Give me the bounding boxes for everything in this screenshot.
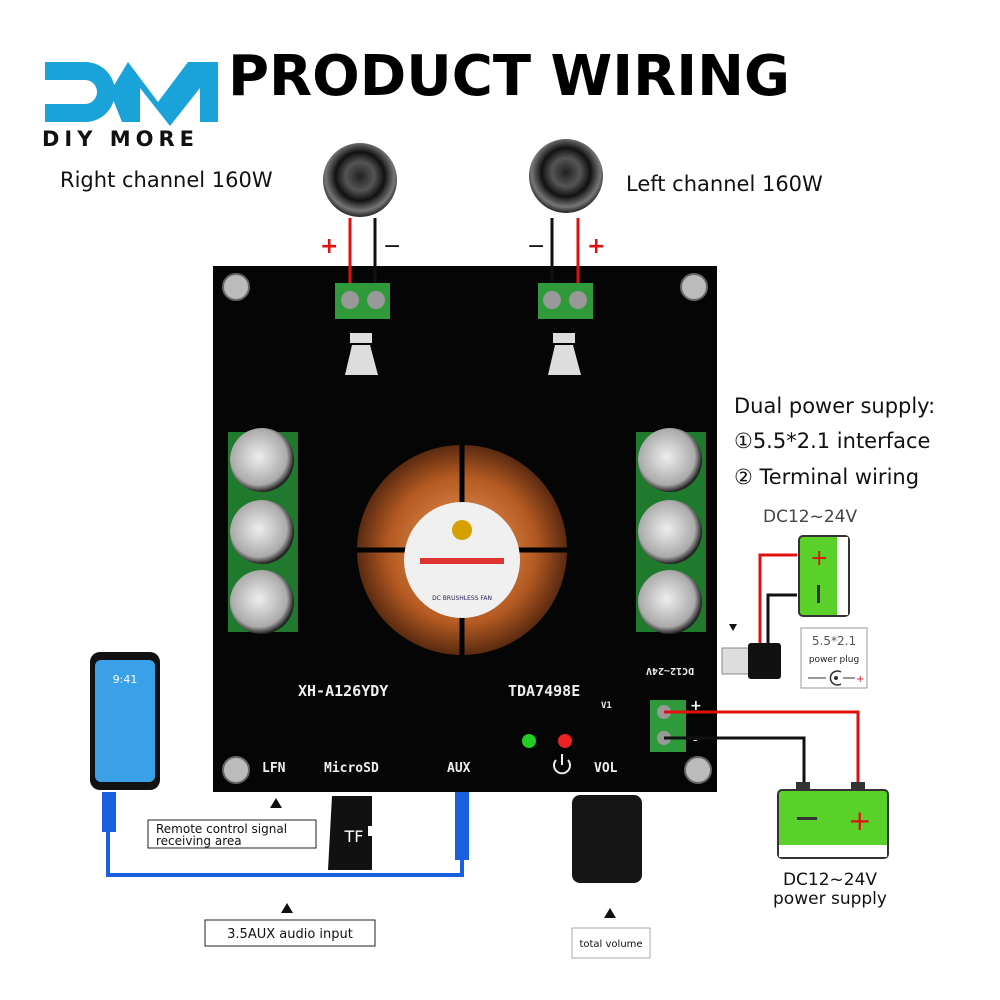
mounting-screws: [222, 273, 712, 784]
page-title: PRODUCT WIRING: [228, 44, 790, 109]
logo-text: DIY MORE: [42, 127, 199, 151]
bottom-power-label: power supply: [773, 889, 887, 909]
arrow-up-icon: [604, 908, 616, 918]
remote-callout-line2: receiving area: [156, 834, 242, 848]
terminal-plus: +: [690, 698, 702, 714]
power-icon: [553, 754, 571, 775]
vol-label: VOL: [594, 761, 618, 776]
aux-cable: [106, 792, 464, 877]
green-led: [522, 734, 536, 748]
terminal-minus: -: [693, 733, 697, 747]
diy-more-logo: DIY MORE: [42, 62, 218, 151]
plug-size: 5.5*2.1: [812, 634, 856, 648]
plug-black-wire: [766, 593, 797, 645]
power-plug-box: 5.5*2.1 power plug +: [800, 627, 868, 689]
capacitors-left: [228, 428, 298, 634]
left-minus-sign: −: [527, 234, 545, 259]
right-speaker-icon: [323, 143, 397, 217]
aux-plug-board: [455, 792, 469, 860]
lfn-label: LFN: [262, 761, 286, 776]
plug-label: power plug: [809, 655, 859, 665]
phone-icon: 9:41: [90, 652, 160, 790]
dual-power-heading: Dual power supply:: [734, 394, 935, 418]
cooling-fan: DC BRUSHLESS FAN: [357, 445, 567, 655]
bottom-voltage-label: DC12~24V: [783, 870, 877, 890]
remote-callout-line1: Remote control signal: [156, 822, 287, 836]
aux-callout-box: [204, 919, 376, 947]
aux-label: AUX: [447, 761, 471, 776]
volume-callout-text: total volume: [579, 939, 642, 950]
plug-red-wire: [758, 553, 797, 645]
microsd-label: MicroSD: [324, 761, 379, 776]
battery-top-icon: +: [798, 535, 850, 617]
capacitors-right: [636, 428, 706, 634]
speaker-symbol-icon: [345, 333, 581, 375]
battery-black-wire: [664, 736, 806, 790]
left-speaker-terminal: [538, 283, 593, 319]
remote-callout-box: [147, 819, 317, 849]
arrow-up-icon: [270, 798, 282, 808]
board-power-label: DC12~24V: [646, 665, 694, 676]
right-speaker-terminal: [335, 283, 390, 319]
phone-time: 9:41: [113, 673, 138, 686]
left-channel-label: Left channel 160W: [626, 172, 823, 196]
power-option-1: ①5.5*2.1 interface: [734, 429, 930, 453]
board-model: XH-A126YDY: [298, 682, 388, 700]
plug-plus: +: [856, 674, 864, 685]
battery-bottom-plus: +: [848, 804, 871, 837]
power-option-2: ② Terminal wiring: [734, 465, 919, 489]
right-channel-label: Right channel 160W: [60, 168, 273, 192]
battery-bottom-icon: +: [777, 782, 889, 859]
left-speaker-icon: [529, 139, 603, 213]
arrow-up-icon: [281, 903, 293, 913]
volume-callout-box: [571, 927, 651, 959]
dc-plug-icon: [721, 624, 781, 679]
battery-red-wire: [664, 710, 860, 790]
aux-plug-phone: [102, 792, 116, 832]
board-version: V1: [601, 701, 612, 711]
tf-card-icon: TF: [328, 796, 372, 870]
top-voltage-label: DC12~24V: [763, 507, 857, 527]
fan-label: DC BRUSHLESS FAN: [432, 595, 492, 602]
aux-callout-text: 3.5AUX audio input: [227, 927, 353, 942]
board-chip: TDA7498E: [508, 682, 580, 700]
volume-knob: [572, 795, 642, 883]
left-plus-sign: +: [587, 234, 605, 259]
battery-top-plus: +: [810, 546, 828, 571]
tf-card-label: TF: [344, 827, 364, 846]
right-minus-sign: −: [383, 234, 401, 259]
right-plus-sign: +: [320, 234, 338, 259]
red-led: [558, 734, 572, 748]
